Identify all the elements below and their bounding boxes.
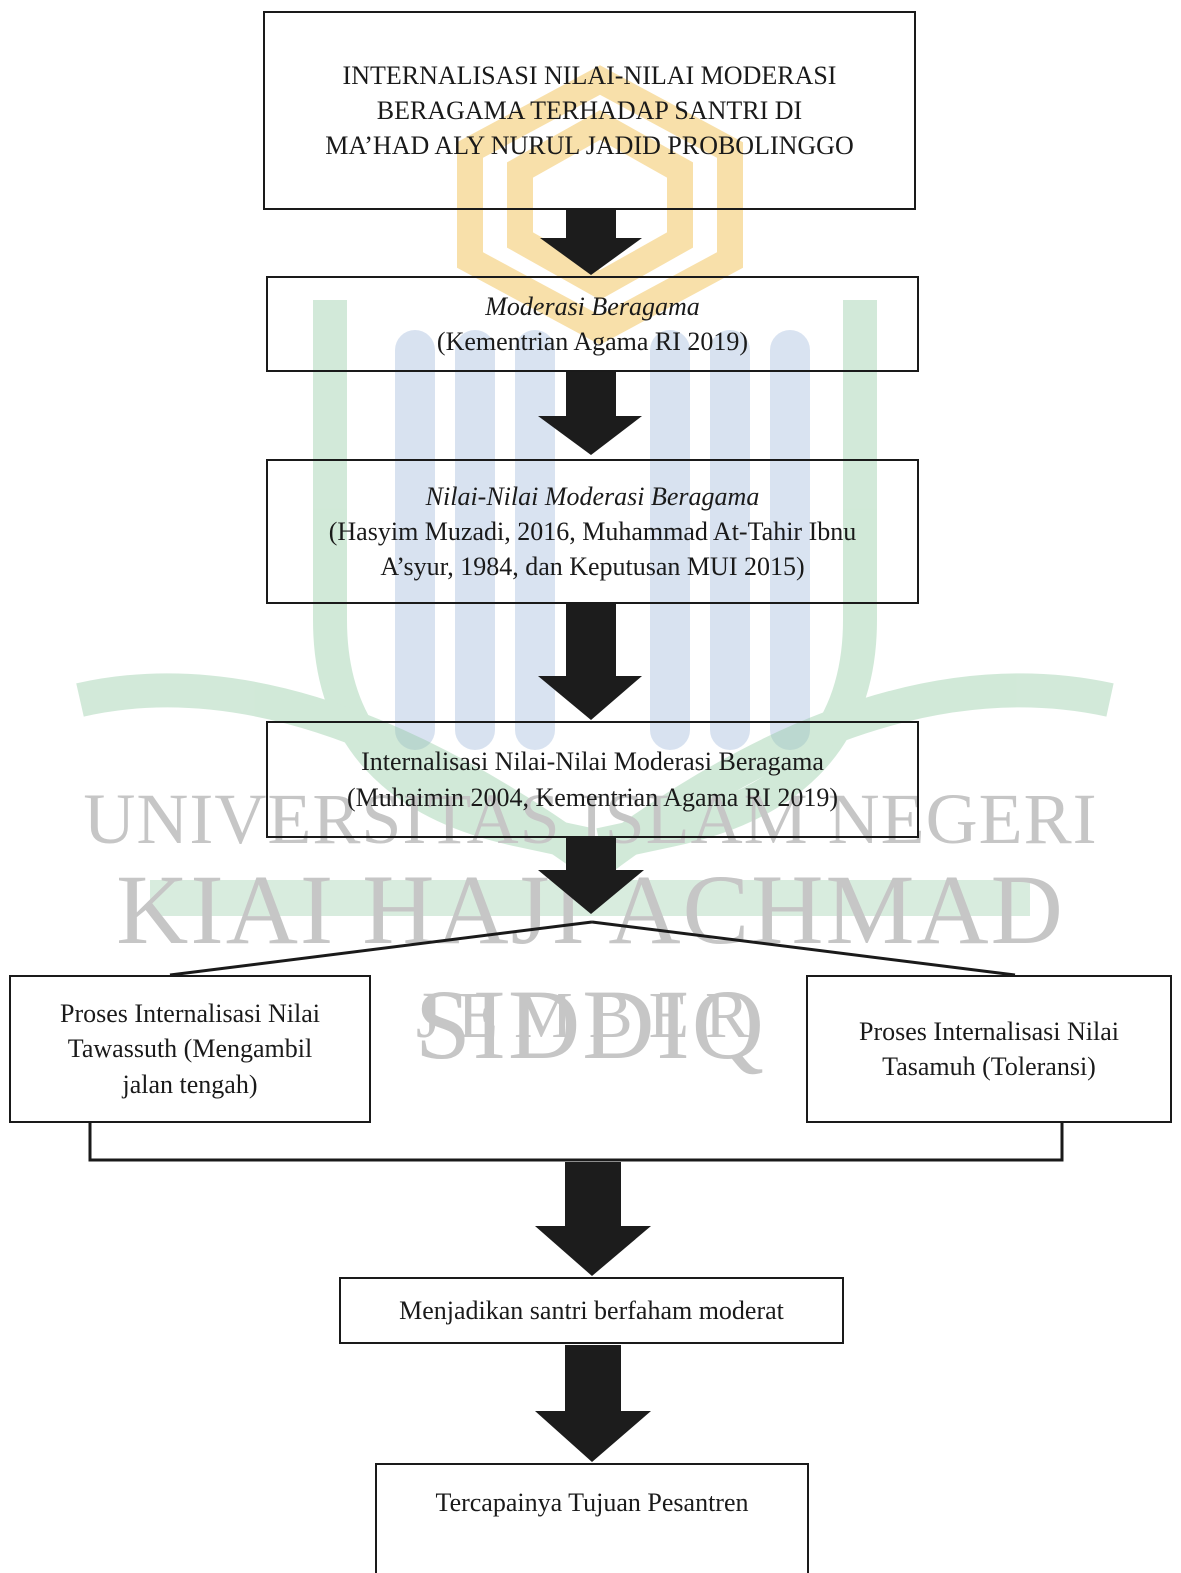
branch-right-line [591,920,1016,977]
nilai-box: Nilai-Nilai Moderasi Beragama (Hasyim Mu… [266,459,919,604]
tawassuth-line-3: jalan tengah) [122,1069,258,1099]
moderasi-source: (Kementrian Agama RI 2019) [436,327,749,356]
moderasi-heading: Moderasi Beragama [485,291,700,321]
arrow-1 [540,210,642,275]
tawassuth-box: Proses Internalisasi Nilai Tawassuth (Me… [9,975,371,1123]
internalisasi-box: Internalisasi Nilai-Nilai Moderasi Berag… [266,721,919,838]
watermark-city-text: JEMBER [415,979,766,1052]
arrow-3 [538,604,642,720]
arrow-5 [535,1162,651,1276]
title-box: INTERNALISASI NILAI-NILAI MODERASI BERAG… [263,11,916,210]
watermark-book [76,300,1114,874]
tujuan-box: Tercapainya Tujuan Pesantren [375,1463,809,1573]
arrow-4 [538,838,644,914]
arrow-2 [538,372,642,455]
title-line-1: INTERNALISASI NILAI-NILAI MODERASI [342,60,837,90]
watermark-pillars [395,330,810,750]
nilai-source-2: A’syur, 1984, dan Keputusan MUI 2015) [380,552,805,582]
tasamuh-box: Proses Internalisasi Nilai Tasamuh (Tole… [806,975,1172,1123]
title-line-3: MA’HAD ALY NURUL JADID PROBOLINGGO [325,131,854,161]
watermark-ornament [457,65,743,345]
internalisasi-source: (Muhaimin 2004, Kementrian Agama RI 2019… [346,782,839,812]
moderat-box: Menjadikan santri berfaham moderat [339,1277,844,1344]
branch-left-line [169,920,593,977]
nilai-heading: Nilai-Nilai Moderasi Beragama [425,481,760,511]
tawassuth-line-1: Proses Internalisasi Nilai [60,999,320,1029]
tasamuh-line-2: Tasamuh (Toleransi) [882,1052,1096,1081]
arrow-6 [535,1345,651,1462]
moderasi-box: Moderasi Beragama (Kementrian Agama RI 2… [266,276,919,372]
internalisasi-heading: Internalisasi Nilai-Nilai Moderasi Berag… [361,747,824,777]
tawassuth-line-2: Tawassuth (Mengambil [67,1034,313,1064]
tasamuh-line-1: Proses Internalisasi Nilai [859,1016,1119,1046]
merge-bracket [88,1123,1064,1162]
title-line-2: BERAGAMA TERHADAP SANTRI DI [376,95,803,125]
nilai-source-1: (Hasyim Muzadi, 2016, Muhammad At-Tahir … [328,516,857,546]
moderat-text: Menjadikan santri berfaham moderat [399,1295,784,1325]
tujuan-text: Tercapainya Tujuan Pesantren [435,1488,749,1517]
